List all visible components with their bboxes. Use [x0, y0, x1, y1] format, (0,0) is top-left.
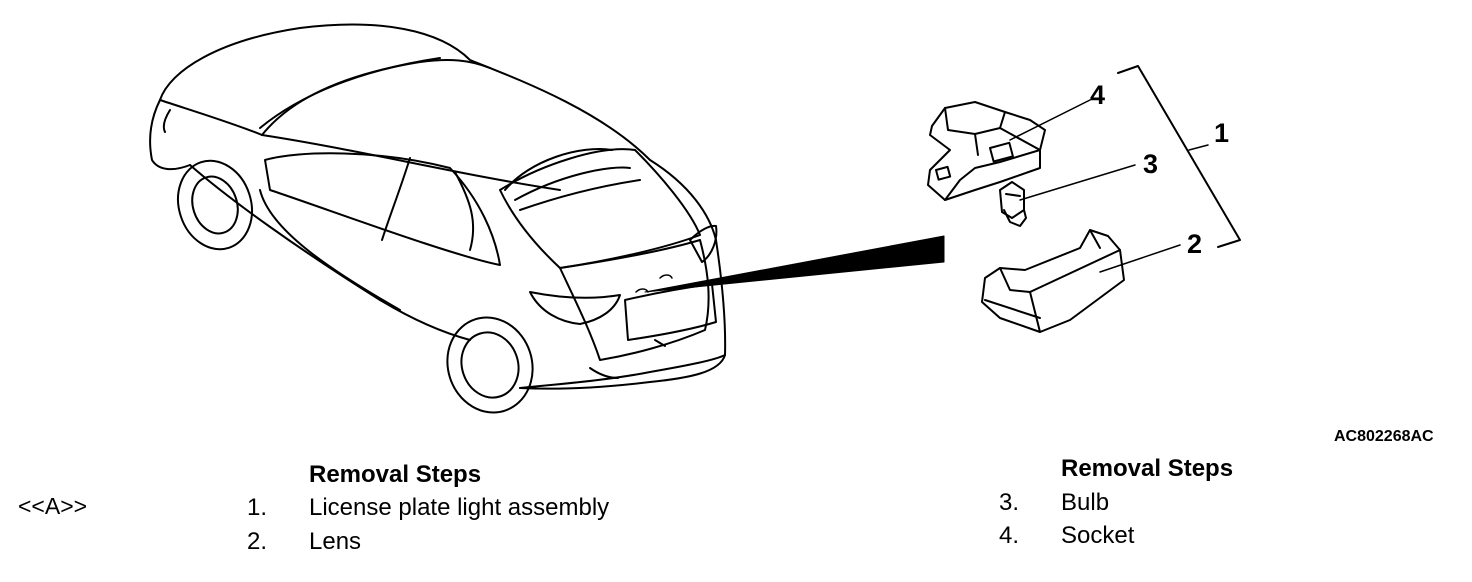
right-steps-title: Removal Steps [1061, 455, 1234, 482]
bulb-part [999, 181, 1027, 227]
leader-lines [1009, 99, 1181, 273]
right-step-text: Socket [1061, 522, 1135, 549]
callout-1: 1 [1214, 118, 1230, 148]
callout-2: 2 [1187, 229, 1203, 259]
assembly-leader [1188, 144, 1209, 151]
figure-code: AC802268AC [1334, 428, 1434, 445]
left-step-text: Lens [309, 528, 362, 555]
left-step-number: 2. [247, 528, 268, 555]
left-step-number: 1. [247, 494, 268, 521]
reference-mark: <<A>> [18, 493, 88, 519]
car-illustration [149, 23, 727, 414]
right-step-number: 4. [999, 522, 1020, 549]
right-step-number: 3. [999, 489, 1020, 516]
socket-part [927, 101, 1046, 201]
assembly-bracket [1117, 65, 1241, 248]
left-steps-title: Removal Steps [309, 461, 482, 488]
right-step-text: Bulb [1061, 489, 1110, 516]
pointer-wedge [644, 235, 945, 293]
callout-4: 4 [1090, 80, 1106, 110]
left-step-text: License plate light assembly [309, 494, 610, 521]
lens-part [981, 229, 1125, 333]
callout-3: 3 [1143, 149, 1159, 179]
